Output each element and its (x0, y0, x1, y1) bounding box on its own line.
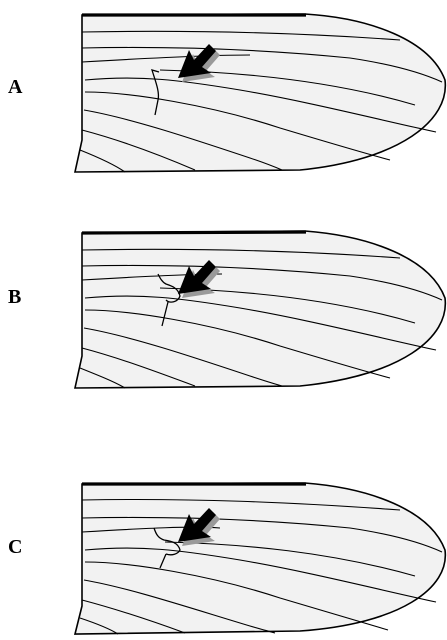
wing-diagram-c (70, 476, 447, 636)
wing-panel-b: B (0, 226, 447, 376)
panel-label-a: A (8, 76, 22, 99)
panel-label-b: B (8, 286, 21, 309)
wing-diagram-a (70, 10, 447, 175)
wing-diagram-b (70, 226, 447, 391)
wing-panel-a: A (0, 10, 447, 160)
wing-panel-c: C (0, 476, 447, 626)
panel-label-c: C (8, 536, 22, 559)
